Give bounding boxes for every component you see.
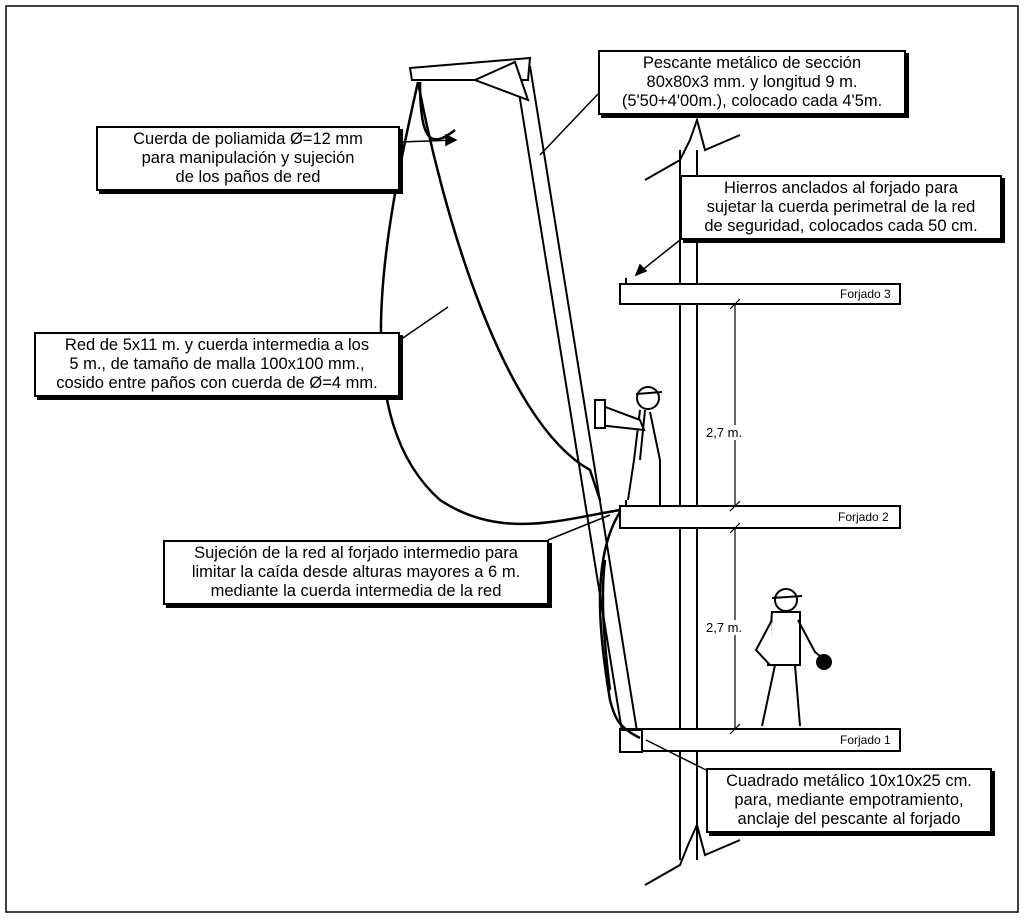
callout-line: de seguridad, colocados cada 50 cm. xyxy=(704,217,978,235)
callout-line: cosido entre paños con cuerda de Ø=4 mm. xyxy=(56,374,378,392)
callout-hierros: Hierros anclados al forjado para sujetar… xyxy=(680,175,1002,240)
slab-2 xyxy=(619,505,901,529)
callout-line: anclaje del pescante al forjado xyxy=(737,810,961,828)
callout-line: para, mediante empotramiento, xyxy=(734,791,964,809)
slabs xyxy=(619,283,901,752)
callout-line: sujetar la cuerda perimetral de la red xyxy=(706,198,976,216)
callout-red: Red de 5x11 m. y cuerda intermedia a los… xyxy=(34,332,400,397)
figure-border xyxy=(5,5,1019,913)
callout-line: mediante la cuerda intermedia de la red xyxy=(210,582,502,600)
callout-line: 80x80x3 mm. y longitud 9 m. xyxy=(646,73,858,91)
worker-upper xyxy=(594,386,663,505)
callout-line: Sujeción de la red al forjado intermedio… xyxy=(194,544,518,562)
floor-label-1: Forjado 1 xyxy=(840,733,891,747)
floor-label-2: Forjado 2 xyxy=(838,510,889,524)
dimension-upper: 2,7 m. xyxy=(706,425,743,440)
leader-lines xyxy=(399,93,707,771)
callout-line: para manipulación y sujeción xyxy=(141,149,355,167)
callout-line: Cuadrado metálico 10x10x25 cm. xyxy=(726,772,972,790)
dimension-lower: 2,7 m. xyxy=(706,620,743,635)
pescante-pole xyxy=(408,56,643,753)
callout-line: limitar la caída desde alturas mayores a… xyxy=(191,563,521,581)
callout-line: (5'50+4'00m.), colocado cada 4'5m. xyxy=(621,92,883,110)
callout-line: Hierros anclados al forjado para xyxy=(724,179,958,197)
callout-line: Cuerda de poliamida Ø=12 mm xyxy=(133,130,363,148)
floor-label-3: Forjado 3 xyxy=(840,287,891,301)
slab-3 xyxy=(619,283,901,305)
callout-sujecion: Sujeción de la red al forjado intermedio… xyxy=(163,540,549,605)
callout-cuadrado: Cuadrado metálico 10x10x25 cm. para, med… xyxy=(706,768,992,833)
callout-line: Pescante metálico de sección xyxy=(642,54,862,72)
worker-lower xyxy=(754,588,832,727)
callout-line: Red de 5x11 m. y cuerda intermedia a los xyxy=(64,336,370,354)
callout-line: 5 m., de tamaño de malla 100x100 mm., xyxy=(69,355,365,373)
callout-pescante: Pescante metálico de sección 80x80x3 mm.… xyxy=(598,50,906,115)
callout-line: de los paños de red xyxy=(175,168,321,186)
callout-cuerda: Cuerda de poliamida Ø=12 mm para manipul… xyxy=(96,126,400,191)
